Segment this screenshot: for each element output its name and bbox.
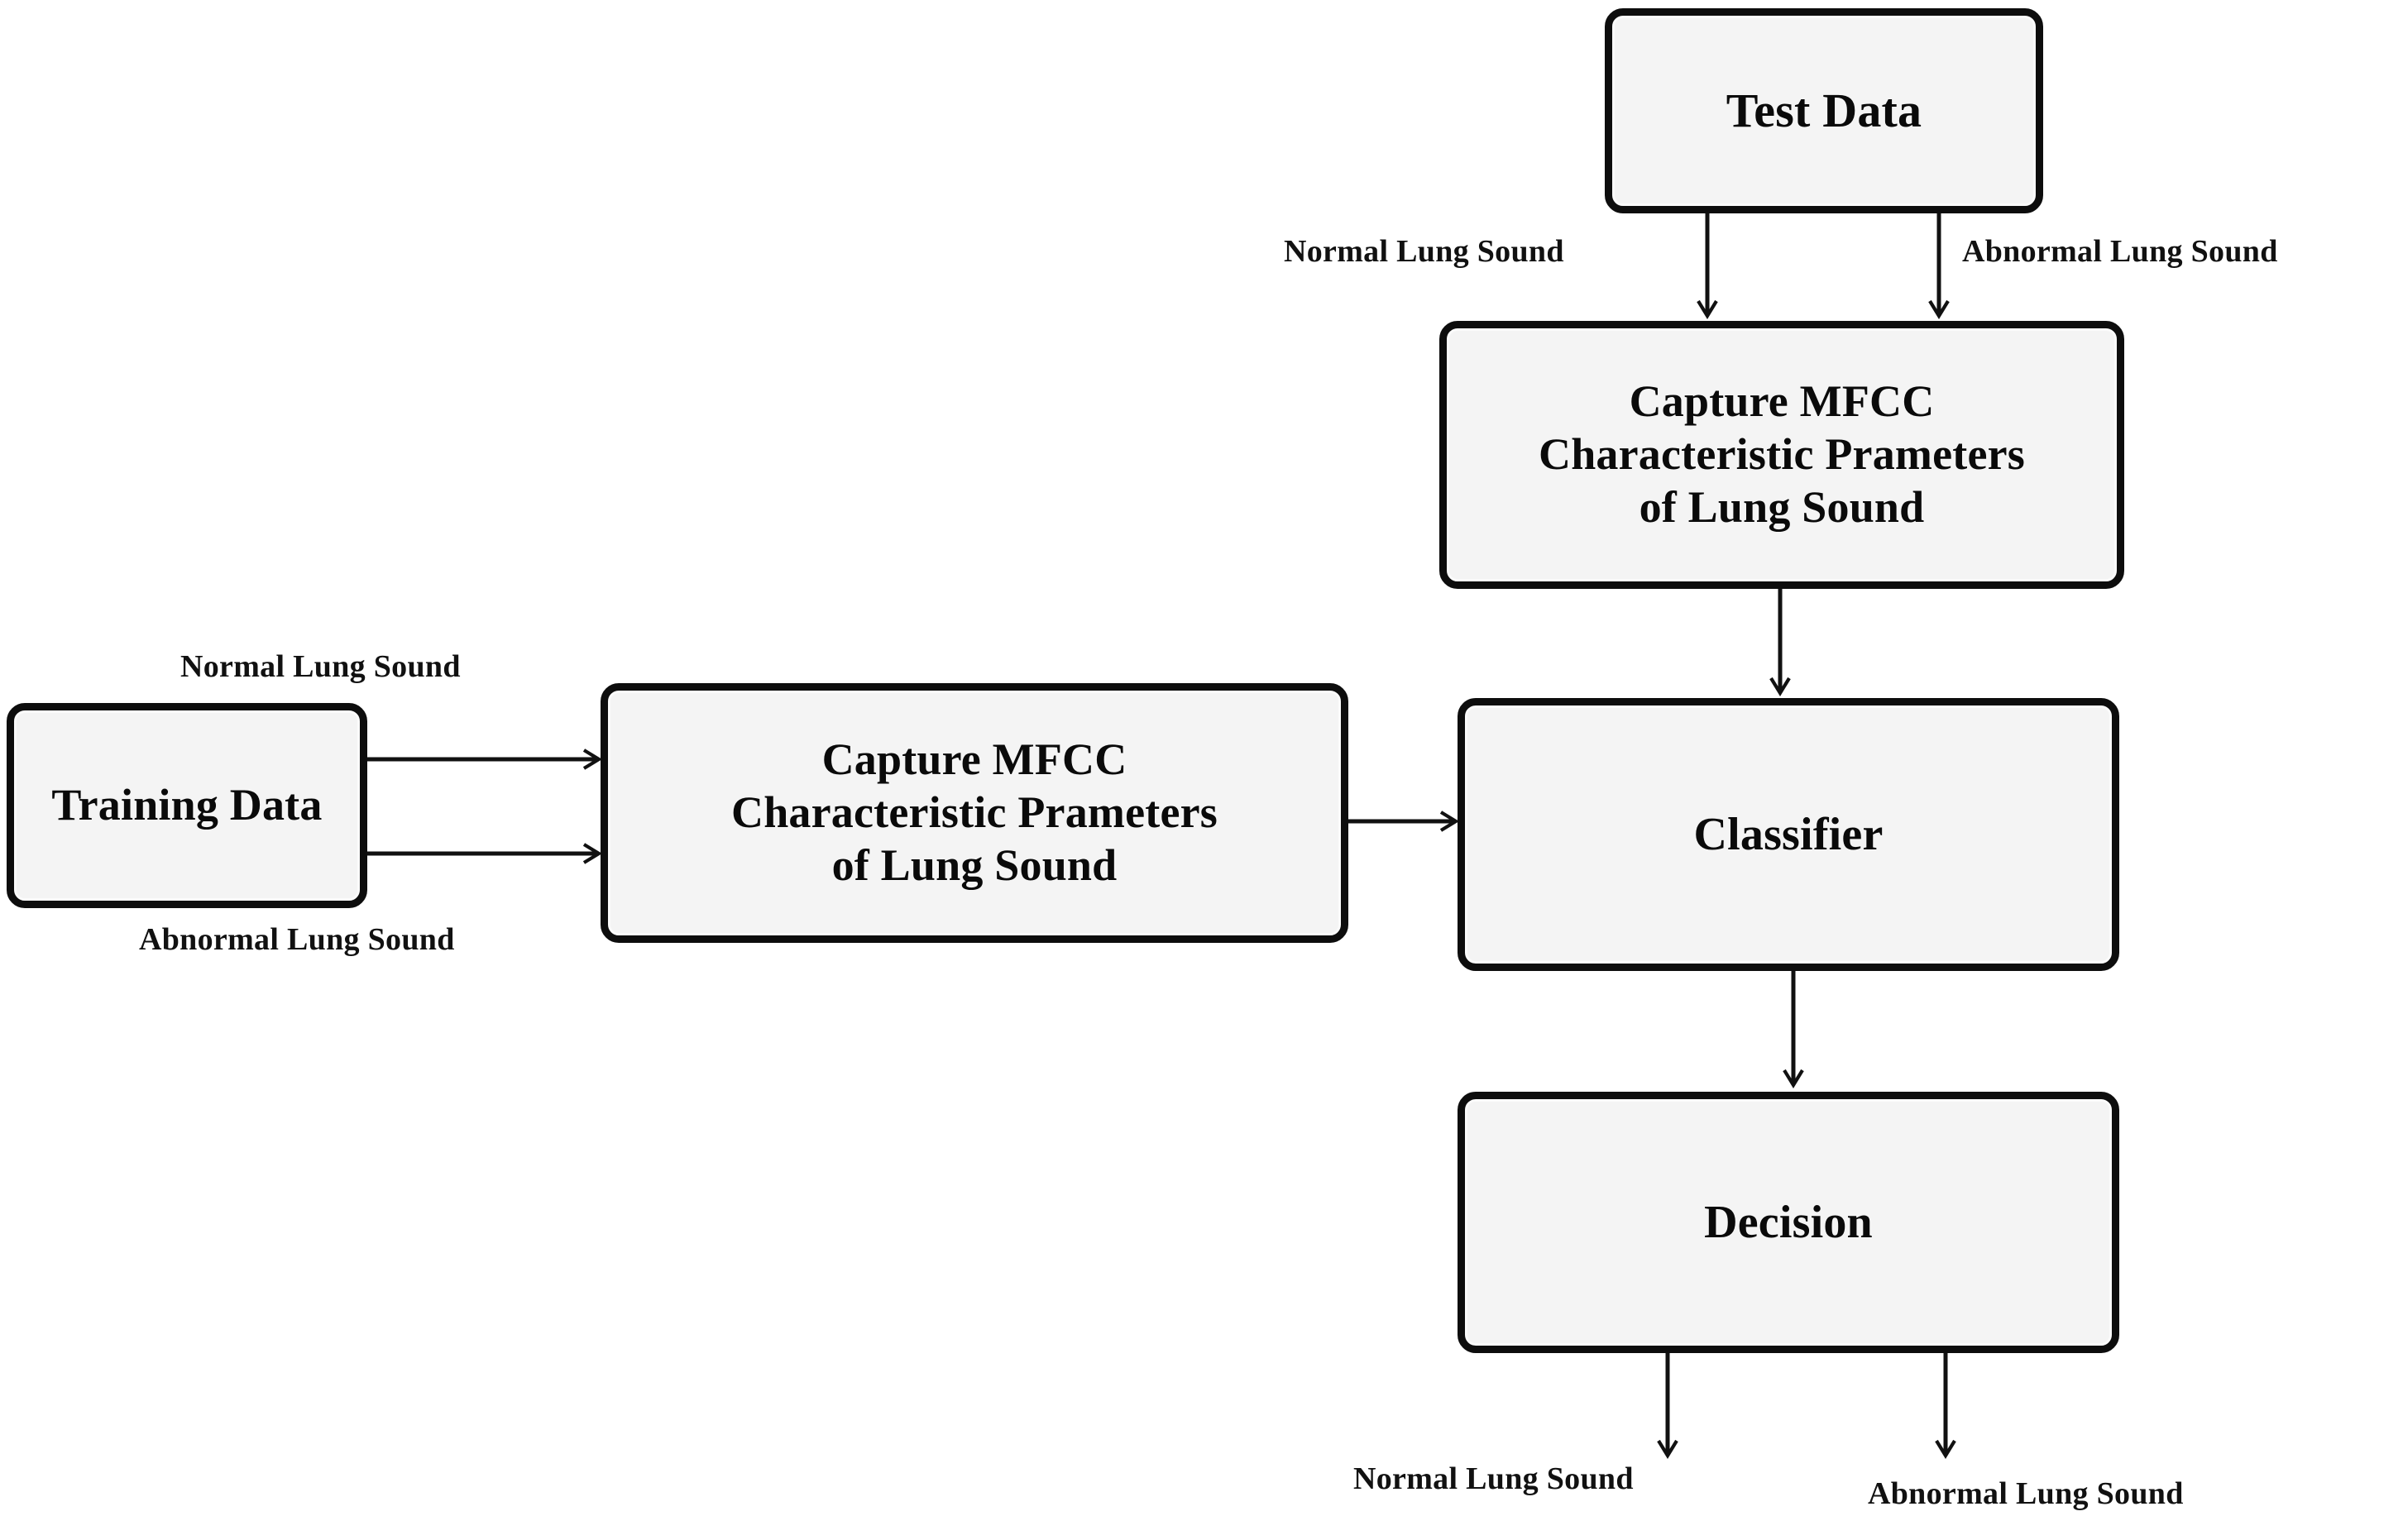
node-training-data-label: Training Data [51,780,323,830]
edge-label-output-normal: Normal Lung Sound [1353,1461,1634,1496]
node-decision[interactable]: Decision [1458,1092,2119,1353]
node-test-data-label: Test Data [1726,83,1922,137]
node-capture-mfcc-test-label: Capture MFCC Characteristic Prameters of… [1539,376,2025,532]
node-test-data[interactable]: Test Data [1605,8,2043,213]
node-decision-label: Decision [1704,1196,1873,1248]
edge-label-train-normal: Normal Lung Sound [180,649,461,684]
edge-label-output-abnormal: Abnormal Lung Sound [1868,1476,2184,1511]
node-capture-mfcc-train[interactable]: Capture MFCC Characteristic Prameters of… [601,683,1348,943]
node-training-data[interactable]: Training Data [7,703,367,908]
edge-label-train-abnormal: Abnormal Lung Sound [139,922,455,957]
node-classifier-label: Classifier [1693,808,1884,860]
edge-label-test-abnormal: Abnormal Lung Sound [1962,234,2278,269]
node-capture-mfcc-train-label: Capture MFCC Characteristic Prameters of… [731,734,1218,890]
node-classifier[interactable]: Classifier [1458,698,2119,971]
node-capture-mfcc-test[interactable]: Capture MFCC Characteristic Prameters of… [1439,321,2124,589]
edge-label-test-normal: Normal Lung Sound [1284,234,1564,269]
